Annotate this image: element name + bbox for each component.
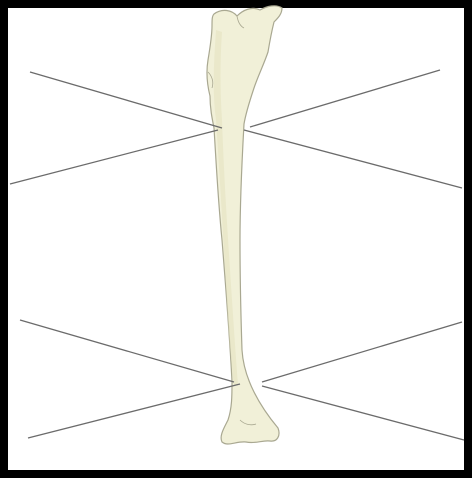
leader-line	[262, 322, 462, 382]
leader-line	[244, 130, 462, 188]
bone	[207, 6, 282, 444]
leader-line	[250, 70, 440, 127]
leader-line	[28, 384, 240, 438]
leader-line	[30, 72, 222, 128]
leader-line	[262, 386, 464, 440]
leader-line	[10, 130, 218, 184]
leader-line	[20, 320, 234, 382]
